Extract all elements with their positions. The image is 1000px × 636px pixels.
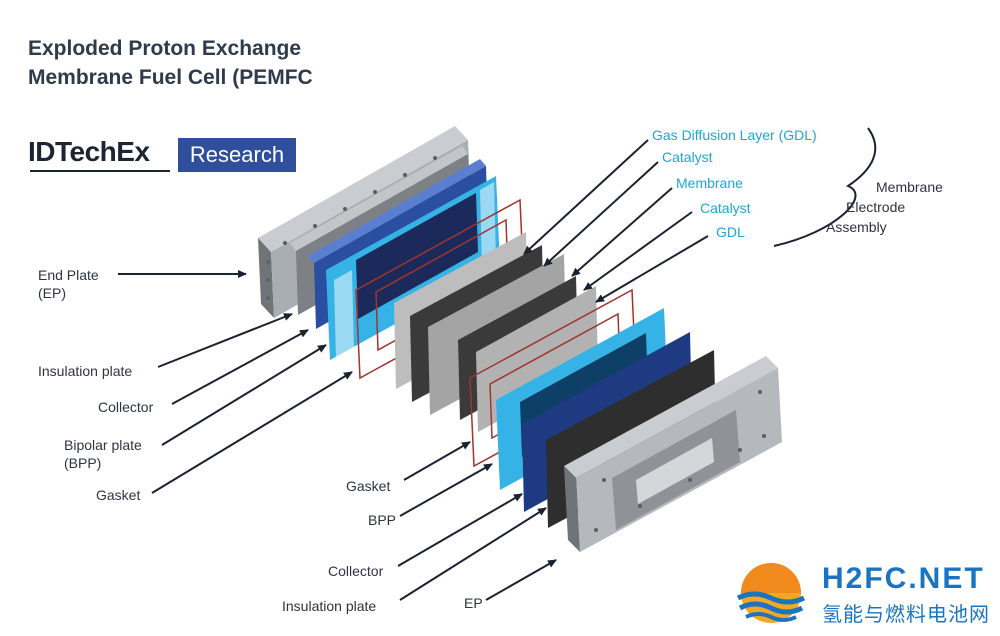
- logo-tag: Research: [178, 138, 296, 172]
- arrows-bottom: [397, 441, 557, 601]
- label-end-plate-line-2: (EP): [38, 285, 66, 301]
- label-ep: EP: [464, 595, 483, 611]
- arrows-left: [118, 270, 353, 494]
- title-line-1: Exploded Proton Exchange: [28, 37, 302, 60]
- label-gasket-right: Gasket: [346, 478, 391, 494]
- logo-brand: IDTechEx: [28, 136, 150, 167]
- label-gdl: GDL: [716, 224, 745, 240]
- logo-underline: [30, 170, 170, 172]
- mea-brace: [773, 127, 877, 247]
- label-gasket-left: Gasket: [96, 487, 141, 503]
- label-catalyst-1: Catalyst: [662, 149, 713, 165]
- label-insulation-plate-left: Insulation plate: [38, 363, 133, 379]
- label-bipolar-plate-line-1: Bipolar plate: [64, 437, 142, 453]
- label-end-plate-line-1: End Plate: [38, 267, 99, 283]
- title-line-2: Membrane Fuel Cell (PEMFC: [28, 66, 313, 89]
- label-collector-left: Collector: [98, 399, 154, 415]
- diagram-title: Exploded Proton Exchange Membrane Fuel C…: [28, 34, 313, 92]
- label-bpp: BPP: [368, 512, 397, 528]
- h2fc-watermark: H2FC.NET 氢能与燃料电池网: [728, 560, 990, 628]
- label-insulation-plate-right: Insulation plate: [282, 598, 377, 614]
- label-end-plate: End Plate (EP): [38, 266, 99, 302]
- label-mea-line-1: Membrane: [876, 179, 943, 195]
- watermark-sub-text: 氢能与燃料电池网: [822, 604, 990, 626]
- end-plate-right: [564, 356, 782, 552]
- label-collector-right: Collector: [328, 563, 384, 579]
- label-bipolar-plate-line-2: (BPP): [64, 455, 102, 471]
- label-gas-diffusion-layer: Gas Diffusion Layer (GDL): [652, 127, 817, 143]
- label-catalyst-2: Catalyst: [700, 200, 751, 216]
- h2fc-logo-icon: [736, 563, 806, 623]
- label-membrane: Membrane: [676, 175, 743, 191]
- arrows-mea: [523, 139, 709, 303]
- label-mea-line-3: Assembly: [826, 219, 887, 235]
- watermark-logo-text: H2FC.NET: [822, 562, 985, 595]
- label-bipolar-plate: Bipolar plate (BPP): [64, 436, 142, 472]
- label-mea-line-2: Electrode: [846, 199, 906, 215]
